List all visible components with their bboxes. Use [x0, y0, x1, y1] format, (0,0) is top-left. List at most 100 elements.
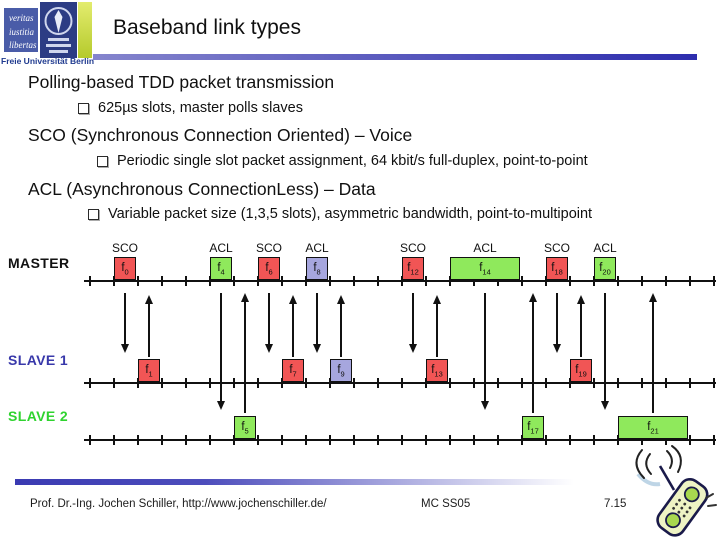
timeline-tick: [545, 435, 547, 445]
timeline-tick: [521, 435, 523, 445]
header-divider-bar: [93, 54, 697, 60]
arrow-line-up-slave1: [292, 303, 294, 357]
timeline-tick: [233, 435, 235, 445]
timeline-tick: [137, 276, 139, 286]
slot-frequency-label: f17: [527, 420, 539, 435]
wireless-phone-icon: [635, 445, 717, 537]
arrow-head-down-icon: [216, 401, 225, 410]
university-name: Freie Universität Berlin: [1, 56, 95, 66]
timeline-tick: [161, 435, 163, 445]
timeline-tick: [689, 378, 691, 388]
timeline-tick: [209, 378, 211, 388]
slot-f8: f8: [306, 257, 328, 280]
timeline-tick: [113, 435, 115, 445]
timeline-tick: [593, 276, 595, 286]
arrow-head-up-icon: [648, 293, 657, 302]
arrow-line-up-slave1: [340, 303, 342, 357]
slot-type-label: SCO: [543, 241, 571, 255]
arrow-line-down-slave1: [316, 293, 318, 344]
arrow-head-up-icon: [432, 295, 441, 304]
slot-frequency-label: f7: [289, 363, 297, 378]
arrow-line-down-slave1: [556, 293, 558, 344]
timeline-tick: [449, 435, 451, 445]
timeline-tick: [689, 435, 691, 445]
page-title: Baseband link types: [113, 16, 301, 39]
arrow-line-down-slave1: [124, 293, 126, 344]
slot-type-label: SCO: [111, 241, 139, 255]
slot-f12: f12: [402, 257, 424, 280]
timeline-slave2: [84, 439, 716, 441]
slot-frequency-label: f9: [337, 363, 345, 378]
outline-text: 625µs slots, master polls slaves: [98, 100, 303, 116]
timeline-tick: [377, 276, 379, 286]
slot-f19: f19: [570, 359, 592, 382]
timeline-tick: [329, 276, 331, 286]
outline-heading: ACL (Asynchronous ConnectionLess) – Data: [28, 179, 376, 200]
logo-accent-stripe: [78, 2, 92, 58]
slot-f17: f17: [522, 416, 544, 439]
slot-frequency-label: f20: [599, 261, 611, 276]
timeline-tick: [233, 378, 235, 388]
timeline-tick: [113, 378, 115, 388]
square-bullet-icon: [97, 156, 108, 167]
slot-f0: f0: [114, 257, 136, 280]
timeline-tick: [569, 378, 571, 388]
timeline-tick: [689, 276, 691, 286]
timeline-tick: [521, 378, 523, 388]
slot-f4: f4: [210, 257, 232, 280]
arrow-head-down-icon: [120, 344, 129, 353]
timeline-tick: [641, 435, 643, 445]
timeline-tick: [665, 435, 667, 445]
slot-type-label: ACL: [209, 241, 233, 255]
outline-text: Polling-based TDD packet transmission: [28, 72, 335, 92]
arrow-head-down-icon: [480, 401, 489, 410]
timeline-tick: [617, 276, 619, 286]
row-label-slave1: SLAVE 1: [8, 352, 69, 368]
arrow-head-down-icon: [264, 344, 273, 353]
timeline-tick: [209, 276, 211, 286]
timeline-tick: [569, 435, 571, 445]
timeline-tick: [233, 276, 235, 286]
timeline-tick: [713, 435, 715, 445]
arrow-head-up-icon: [528, 293, 537, 302]
footer-course: MC SS05: [421, 498, 471, 510]
timeline-tick: [401, 276, 403, 286]
timeline-tick: [377, 435, 379, 445]
slot-type-label: SCO: [399, 241, 427, 255]
outline-text: Variable packet size (1,3,5 slots), asym…: [108, 206, 593, 222]
timeline-master: [84, 280, 716, 282]
timeline-tick: [113, 276, 115, 286]
timeline-tick: [593, 378, 595, 388]
slot-f20: f20: [594, 257, 616, 280]
slot-f13: f13: [426, 359, 448, 382]
timeline-slave1: [84, 382, 716, 384]
row-label-slave2: SLAVE 2: [8, 408, 69, 424]
timeline-tick: [137, 378, 139, 388]
timeline-tick: [713, 378, 715, 388]
timeline-tick: [497, 276, 499, 286]
timeline-tick: [617, 435, 619, 445]
slot-frequency-label: f4: [217, 261, 225, 276]
timeline-tick: [713, 276, 715, 286]
slot-frequency-label: f0: [121, 261, 129, 276]
timeline-tick: [257, 276, 259, 286]
timeline-tick: [497, 378, 499, 388]
slot-f1: f1: [138, 359, 160, 382]
timeline-tick: [473, 435, 475, 445]
arrow-line-down-slave2: [219, 293, 223, 401]
timeline-tick: [353, 378, 355, 388]
slot-f7: f7: [282, 359, 304, 382]
arrow-line-down-slave2: [483, 293, 487, 401]
slot-f6: f6: [258, 257, 280, 280]
timeline-tick: [641, 378, 643, 388]
timeline-tick: [209, 435, 211, 445]
timeline-tick: [353, 435, 355, 445]
arrow-line-down-slave2: [603, 293, 607, 401]
timeline-tick: [521, 276, 523, 286]
timeline-tick: [641, 276, 643, 286]
slot-frequency-label: f14: [479, 261, 491, 276]
arrow-head-down-icon: [408, 344, 417, 353]
timeline-tick: [329, 435, 331, 445]
outline-text: ACL (Asynchronous ConnectionLess) – Data: [28, 179, 376, 199]
